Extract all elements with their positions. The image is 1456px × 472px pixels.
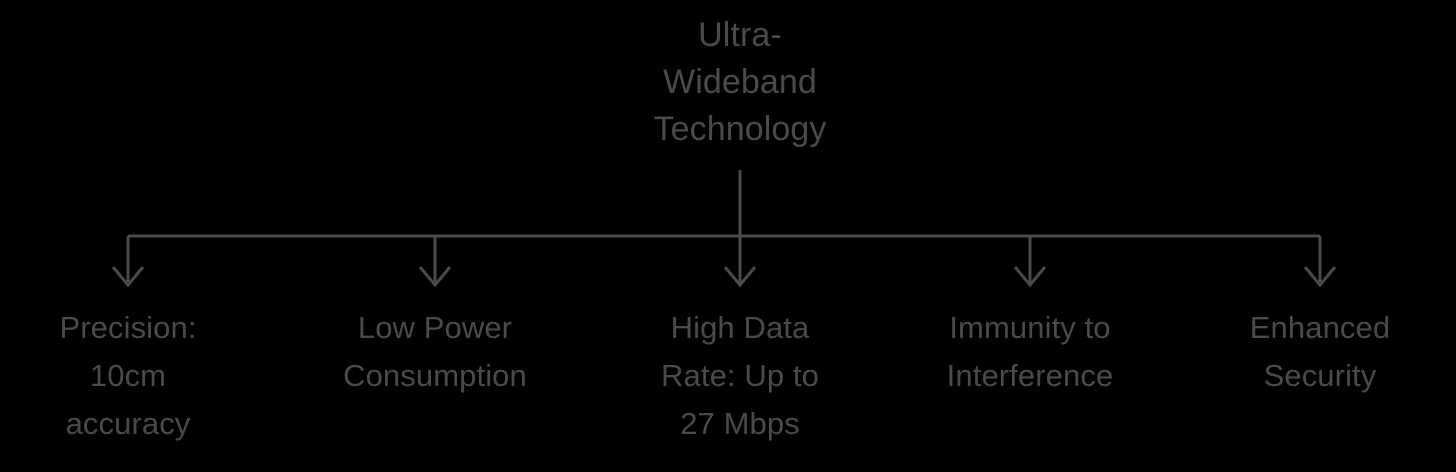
arrowhead-icon-2 [418, 266, 452, 288]
child-node-low-power: Low Power Consumption [343, 310, 527, 393]
child-node-precision: Precision: 10cm accuracy [59, 310, 197, 441]
arrowhead-icon-4 [1013, 266, 1047, 288]
root-node-label: Ultra- Wideband Technology [653, 16, 827, 148]
child-node-data-rate: High Data Rate: Up to 27 Mbps [661, 310, 819, 441]
arrowhead-icon-3 [723, 266, 757, 288]
child-node-enhanced-security: Enhanced Security [1249, 310, 1391, 393]
arrowhead-icon-1 [111, 266, 145, 288]
child-node-interference-immunity: Immunity to Interference [946, 310, 1114, 393]
arrowhead-icon-5 [1303, 266, 1337, 288]
